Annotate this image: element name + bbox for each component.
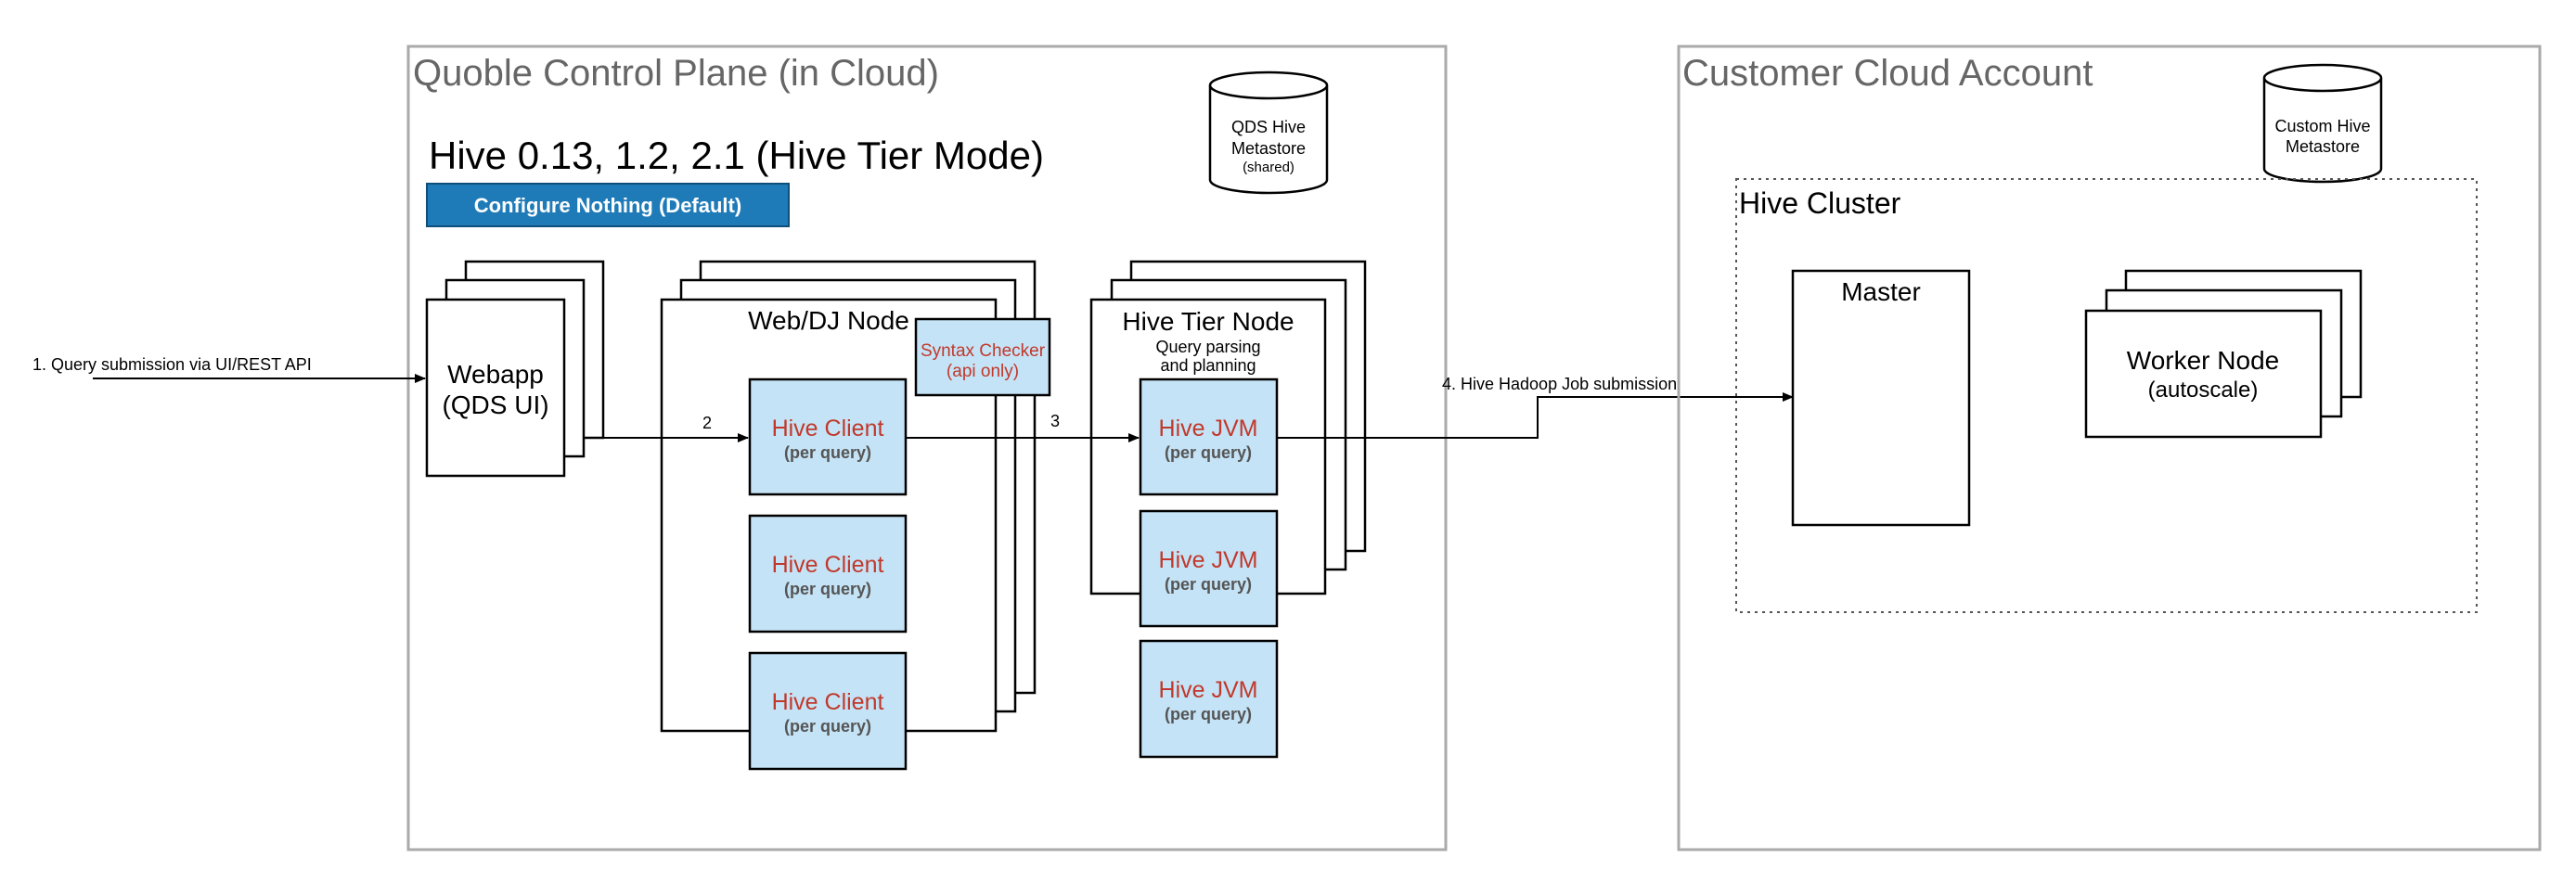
hive-jvm-sublabel: (per query): [1165, 575, 1252, 594]
query-submission-label: 1. Query submission via UI/REST API: [32, 355, 312, 374]
hive-client-sublabel: (per query): [784, 580, 871, 598]
hive-jvm-label: Hive JVM: [1159, 547, 1258, 573]
control-plane-panel: [406, 45, 1448, 851]
configure-button-label: Configure Nothing (Default): [474, 194, 741, 217]
customer-cloud-title: Customer Cloud Account: [1682, 53, 2093, 94]
qds-metastore-line2: Metastore: [1231, 139, 1306, 158]
hive-client-1: Hive Client (per query): [748, 378, 908, 496]
hive-jvm-label: Hive JVM: [1159, 677, 1258, 703]
hive-client-label: Hive Client: [772, 552, 884, 578]
master-node: Master: [1791, 269, 1971, 527]
arrow-2-label: 2: [702, 414, 712, 432]
hive-jvm-label: Hive JVM: [1159, 416, 1258, 442]
hadoop-job-label: 4. Hive Hadoop Job submission: [1442, 375, 1677, 393]
hive-tier-node-sub1: Query parsing: [1155, 338, 1260, 356]
syntax-checker: Syntax Checker (api only): [914, 317, 1051, 397]
hive-cluster-box: [1735, 178, 2478, 613]
syntax-checker-label: Syntax Checker: [921, 341, 1046, 361]
webapp-node-stack: Webapp (QDS UI): [425, 260, 605, 478]
custom-hive-metastore-icon: Custom Hive Metastore: [2262, 63, 2383, 184]
qds-hive-metastore-icon: QDS Hive Metastore (shared): [1208, 70, 1329, 195]
hive-client-label: Hive Client: [772, 689, 884, 715]
webapp-node: [425, 298, 566, 478]
hive-client-2: Hive Client (per query): [748, 514, 908, 634]
custom-metastore-line2: Metastore: [2286, 137, 2360, 156]
hive-jvm-sublabel: (per query): [1165, 705, 1252, 723]
qds-metastore-line1: QDS Hive: [1231, 118, 1306, 136]
hive-tier-node-title: Hive Tier Node: [1122, 307, 1294, 336]
hive-client-label: Hive Client: [772, 416, 884, 442]
master-label: Master: [1841, 277, 1921, 306]
webapp-label: Webapp: [447, 360, 544, 389]
mode-title: Hive 0.13, 1.2, 2.1 (Hive Tier Mode): [429, 134, 1044, 177]
worker-node: [2084, 309, 2323, 439]
hive-client-sublabel: (per query): [784, 717, 871, 736]
arrow-hadoop-job: [1277, 392, 1794, 439]
hive-jvm-3: Hive JVM (per query): [1139, 639, 1279, 759]
customer-cloud-panel: [1677, 45, 2542, 851]
hive-jvm-1: Hive JVM (per query): [1139, 378, 1279, 496]
custom-metastore-line1: Custom Hive: [2274, 117, 2370, 135]
hive-jvm-2: Hive JVM (per query): [1139, 509, 1279, 628]
configure-nothing-button[interactable]: Configure Nothing (Default): [426, 183, 790, 227]
hive-cluster-title: Hive Cluster: [1739, 186, 1901, 220]
syntax-checker-sublabel: (api only): [947, 362, 1019, 381]
webapp-sublabel: (QDS UI): [442, 390, 548, 419]
web-dj-node-title: Web/DJ Node: [748, 306, 909, 335]
hive-tier-node-sub2: and planning: [1160, 356, 1256, 375]
hive-client-sublabel: (per query): [784, 443, 871, 462]
worker-node-label: Worker Node: [2127, 346, 2279, 375]
worker-node-stack: Worker Node (autoscale): [2084, 269, 2363, 439]
qds-metastore-line3: (shared): [1243, 160, 1294, 175]
hive-jvm-sublabel: (per query): [1165, 443, 1252, 462]
arrow-3-label: 3: [1050, 412, 1060, 430]
hive-client-3: Hive Client (per query): [748, 651, 908, 771]
worker-node-sublabel: (autoscale): [2148, 378, 2259, 403]
control-plane-title: Quoble Control Plane (in Cloud): [413, 53, 939, 94]
